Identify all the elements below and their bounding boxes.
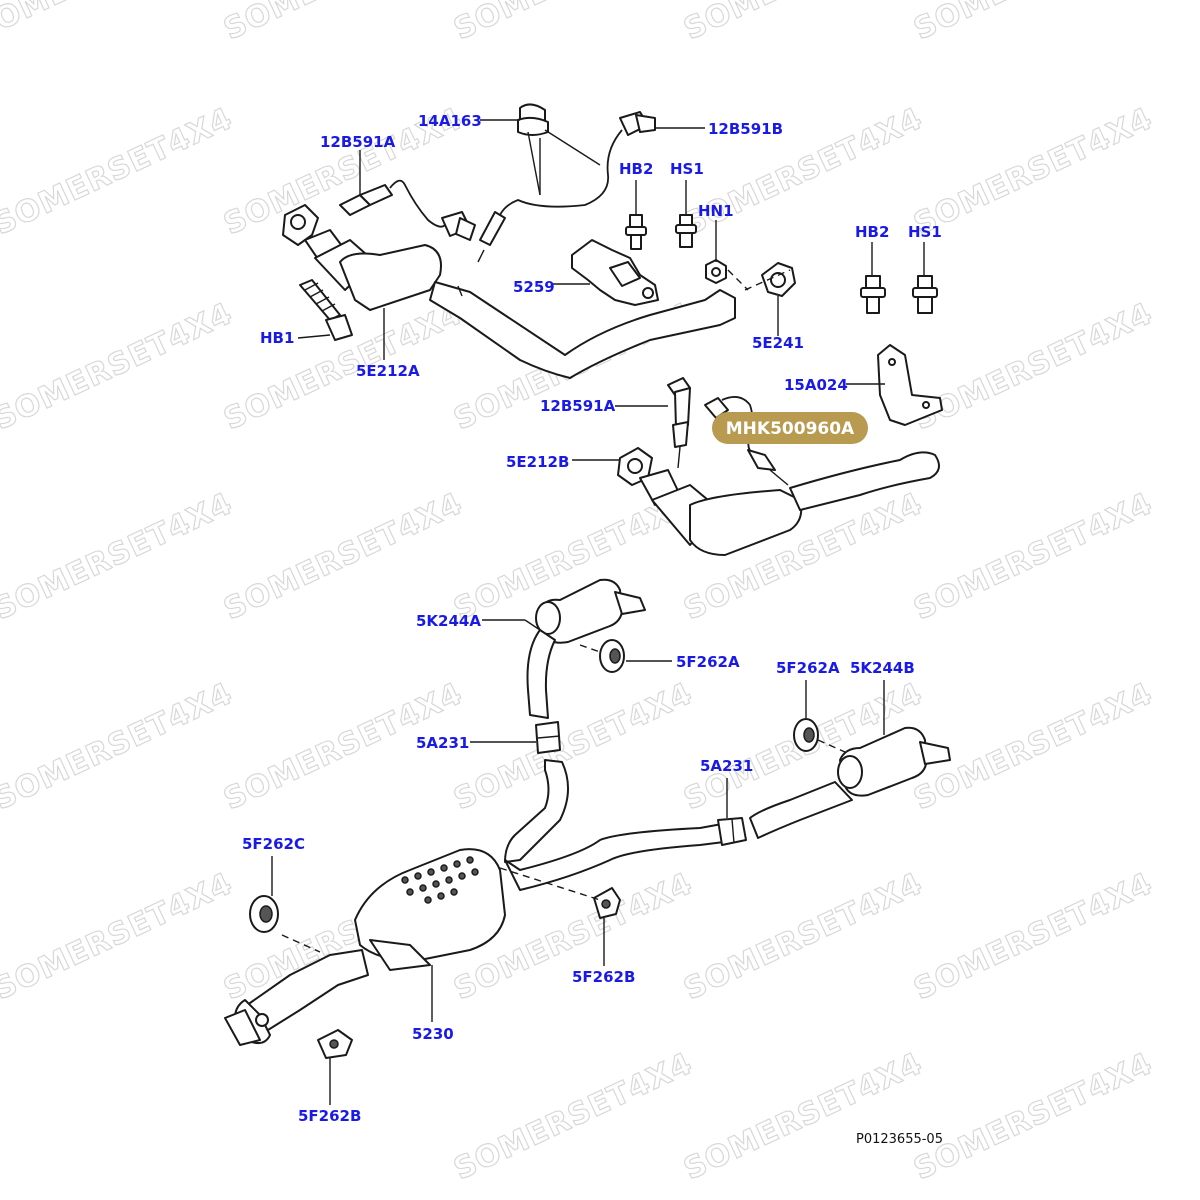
label-12b591b: 12B591B	[708, 120, 783, 138]
mounting-rubber-5f262a-left[interactable]	[599, 639, 625, 673]
watermark: SOMERSET4X4	[909, 0, 1159, 47]
watermark: SOMERSET4X4	[449, 676, 699, 817]
watermark: SOMERSET4X4	[0, 296, 238, 437]
centre-silencer-5230[interactable]	[354, 848, 506, 971]
clamp-5a231-right[interactable]	[717, 817, 747, 846]
label-5e212a: 5E212A	[356, 362, 420, 380]
watermark: SOMERSET4X4	[909, 1046, 1159, 1187]
silencer-5k244b[interactable]	[749, 726, 951, 839]
wiring-harness-14a163[interactable]	[517, 103, 549, 136]
label-5f262b-bottom: 5F262B	[298, 1107, 361, 1125]
watermark: SOMERSET4X4	[219, 0, 469, 47]
oxygen-sensor-12b591b[interactable]	[477, 111, 656, 263]
label-5259: 5259	[513, 278, 555, 296]
label-5k244b: 5K244B	[850, 659, 915, 677]
label-5a231-left: 5A231	[416, 734, 469, 752]
label-hb1: HB1	[260, 329, 294, 347]
label-hb2-mid: HB2	[619, 160, 653, 178]
label-hs1-mid: HS1	[670, 160, 704, 178]
label-12b591a-top: 12B591A	[320, 133, 396, 151]
oxygen-sensor-rear-mhk500960a[interactable]	[704, 396, 789, 486]
label-5f262c: 5F262C	[242, 835, 305, 853]
watermark: SOMERSET4X4	[679, 866, 929, 1007]
front-pipe-5e212a[interactable]	[282, 204, 736, 379]
mounting-rubber-5f262b-bottom[interactable]	[317, 1029, 353, 1059]
mounting-rubber-5f262b-mid[interactable]	[593, 887, 621, 919]
oxygen-sensor-12b591a-mid[interactable]	[667, 377, 691, 469]
highlight-part-number: MHK500960A	[726, 419, 855, 439]
diagram-reference: P0123655-05	[856, 1132, 943, 1147]
clamp-5a231-left[interactable]	[535, 721, 561, 754]
front-pipe-5e212b[interactable]	[617, 447, 940, 556]
label-5f262a-right: 5F262A	[776, 659, 840, 677]
label-hb2-right: HB2	[855, 223, 889, 241]
silencer-5k244a[interactable]	[526, 578, 646, 719]
watermark: SOMERSET4X4	[0, 486, 238, 627]
bolt-hb2-mid[interactable]	[625, 214, 647, 250]
label-5e212b: 5E212B	[506, 453, 569, 471]
bolt-hb1[interactable]	[299, 279, 353, 341]
watermark: SOMERSET4X4	[909, 101, 1159, 242]
watermark: SOMERSET4X4	[449, 0, 699, 47]
watermark: SOMERSET4X4	[909, 866, 1159, 1007]
bolt-hb2-right[interactable]	[860, 275, 886, 314]
label-5e241: 5E241	[752, 334, 804, 352]
label-5f262b-mid: 5F262B	[572, 968, 635, 986]
label-5a231-right: 5A231	[700, 757, 753, 775]
heat-shield-5259[interactable]	[571, 239, 659, 306]
mounting-rubber-5f262c[interactable]	[249, 895, 279, 933]
gasket-5e241[interactable]	[761, 262, 796, 297]
silencer-embossing	[401, 856, 479, 904]
leader-lines	[271, 119, 925, 1105]
mounting-rubber-5f262a-right[interactable]	[793, 718, 819, 752]
label-hn1: HN1	[698, 202, 734, 220]
label-5f262a-left: 5F262A	[676, 653, 740, 671]
watermark: SOMERSET4X4	[0, 866, 238, 1007]
watermark: SOMERSET4X4	[219, 486, 469, 627]
watermark: SOMERSET4X4	[449, 1046, 699, 1187]
watermark: SOMERSET4X4	[0, 101, 238, 242]
label-15a024: 15A024	[784, 376, 848, 394]
watermark: SOMERSET4X4	[0, 676, 238, 817]
label-5k244a: 5K244A	[416, 612, 481, 630]
label-14a163: 14A163	[418, 112, 482, 130]
oxygen-sensor-12b591a-top[interactable]	[339, 179, 476, 241]
label-hs1-right: HS1	[908, 223, 942, 241]
watermark: SOMERSET4X4	[909, 486, 1159, 627]
watermark: SOMERSET4X4	[679, 1046, 929, 1187]
rear-section-pipe[interactable]	[224, 949, 369, 1046]
bracket-15a024[interactable]	[877, 344, 943, 426]
watermark: SOMERSET4X4	[909, 296, 1159, 437]
screw-hs1-mid[interactable]	[675, 214, 697, 248]
label-12b591a-mid: 12B591A	[540, 397, 616, 415]
watermark: SOMERSET4X4	[0, 0, 218, 47]
nut-hn1[interactable]	[705, 259, 727, 284]
label-5230: 5230	[412, 1025, 454, 1043]
watermark: SOMERSET4X4	[679, 0, 929, 47]
highlight-badge[interactable]: MHK500960A	[712, 412, 868, 444]
part-labels: 14A163 12B591A 12B591B HB2 HS1 HN1 HB2 H…	[242, 112, 942, 1125]
screw-hs1-right[interactable]	[912, 275, 938, 314]
